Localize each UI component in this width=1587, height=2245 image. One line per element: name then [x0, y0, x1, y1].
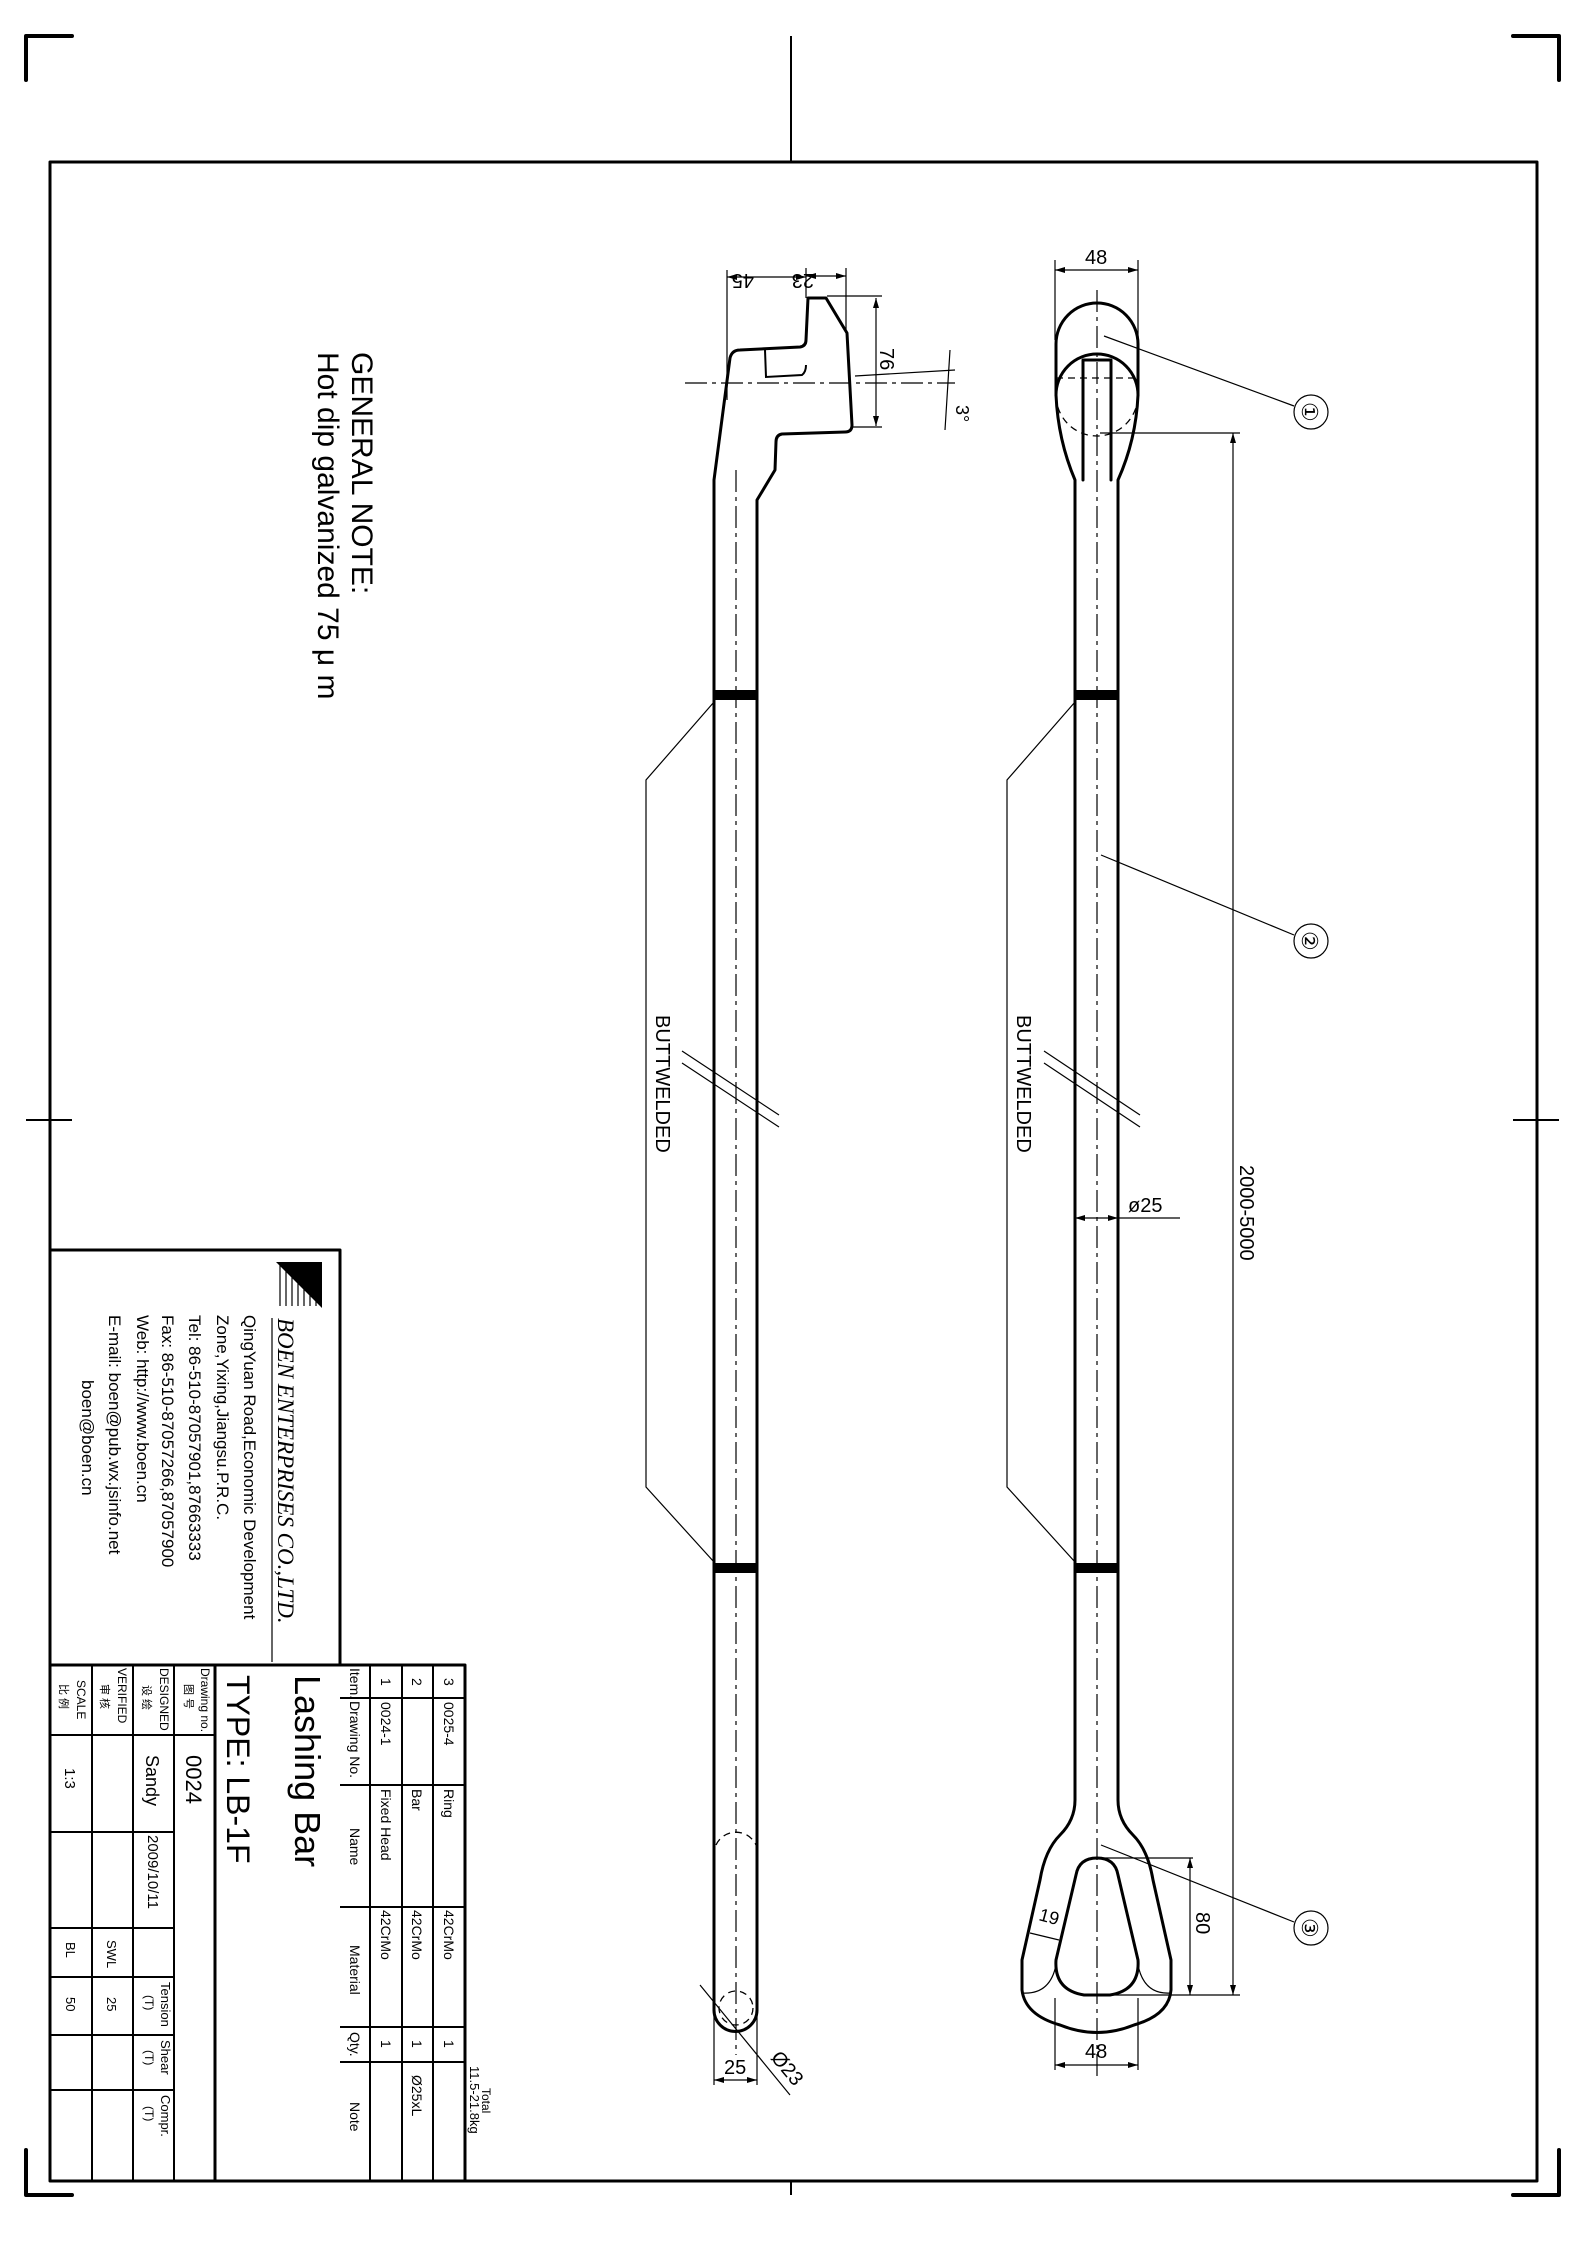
- svg-text:Qty.: Qty.: [347, 2032, 363, 2057]
- bl-label: BL: [63, 1942, 78, 1958]
- svg-text:0024-1: 0024-1: [378, 1702, 394, 1746]
- drawing-title: Lashing Bar: [287, 1675, 328, 1867]
- company-fax: Fax: 86-510-87057266,87057900: [158, 1315, 177, 1567]
- dim-hook-jaw: 23: [792, 269, 814, 291]
- svg-text:Ø25xL: Ø25xL: [409, 2075, 425, 2116]
- svg-text:Item.: Item.: [347, 1668, 363, 1699]
- svg-text:Fixed Head: Fixed Head: [378, 1789, 394, 1861]
- svg-text:Bar: Bar: [409, 1789, 425, 1811]
- weld-band: [1075, 1563, 1118, 1573]
- dim-eye-width: 48: [1085, 2041, 1107, 2063]
- svg-text:1: 1: [441, 2040, 457, 2048]
- tension-label: Tension: [158, 1982, 173, 2027]
- designed-label-cn: 设 绘: [140, 1685, 154, 1710]
- svg-text:3: 3: [441, 1678, 457, 1686]
- company-logo: [276, 1262, 322, 1308]
- shear-label: Shear: [158, 2040, 173, 2075]
- title-block: Lashing Bar TYPE: LB-1F Drawing no. 图 号 …: [50, 1663, 328, 2183]
- company-address-1: QingYuan Road,Economic Development: [240, 1315, 259, 1620]
- svg-text:Drawing No.: Drawing No.: [347, 1701, 363, 1778]
- svg-text:Note: Note: [347, 2102, 363, 2132]
- scale-value: 1:3: [61, 1768, 78, 1789]
- dim-hook-height: 76: [875, 348, 897, 370]
- dim-hook-width: 45: [732, 269, 754, 291]
- date: 2009/10/11: [144, 1835, 161, 1909]
- company-web: Web: http://www.boen.cn: [133, 1315, 152, 1503]
- designer: Sandy: [142, 1755, 162, 1806]
- svg-text:1: 1: [378, 2040, 394, 2048]
- svg-text:Ring: Ring: [441, 1789, 457, 1818]
- callout-1: ①: [1293, 394, 1329, 430]
- callout-2: ②: [1293, 923, 1329, 959]
- total-weight: 11.5-21.8kg: [467, 2066, 482, 2134]
- callout-3: ③: [1293, 1910, 1329, 1946]
- svg-text:42CrMo: 42CrMo: [409, 1910, 425, 1960]
- total-label: Total: [479, 2088, 493, 2113]
- svg-text:0025-4: 0025-4: [441, 1702, 457, 1746]
- dim-length: 2000-5000: [1235, 1165, 1257, 1261]
- bl-tension: 50: [63, 1997, 78, 2011]
- general-note-title: GENERAL NOTE:: [345, 352, 378, 594]
- designed-label: DESIGNED: [157, 1668, 171, 1731]
- dim-eye-section: 19: [1037, 1905, 1062, 1930]
- swl-tension: 25: [104, 1997, 119, 2011]
- company-email-1: E-mail: boen@pub.wx.jsinfo.net: [105, 1315, 124, 1555]
- dim-hook-angle: 3°: [952, 405, 972, 422]
- side-view-bar: 45 23 76 3° 25 Ø23 BUTTWELDED: [645, 268, 972, 2096]
- weld-band: [1075, 690, 1118, 700]
- scale-label-cn: 比 例: [57, 1684, 71, 1709]
- table-row: 2 Bar 42CrMo 1 Ø25xL: [409, 1678, 425, 2116]
- weld-label-left: BUTTWELDED: [651, 1015, 673, 1153]
- company-tel: Tel: 86-510-87057901,87663333: [185, 1315, 204, 1561]
- general-note: GENERAL NOTE: Hot dip galvanized 75 μ m: [311, 352, 378, 699]
- svg-text:42CrMo: 42CrMo: [441, 1910, 457, 1960]
- svg-text:Name: Name: [347, 1828, 363, 1866]
- scale-label: SCALE: [74, 1680, 88, 1719]
- dim-bar-diameter: ø25: [1128, 1195, 1162, 1217]
- drawing-frame: [24, 34, 1561, 2197]
- company-block: BOEN ENTERPRISES CO.,LTD. QingYuan Road,…: [48, 1248, 342, 1667]
- general-note-text: Hot dip galvanized 75 μ m: [311, 352, 344, 699]
- svg-text:①: ①: [1297, 402, 1322, 422]
- verified-label: VERIFIED: [115, 1668, 129, 1724]
- parts-table: Item. Drawing No. Name Material Qty. Not…: [48, 1663, 493, 2183]
- dim-ring-width: 48: [1085, 247, 1107, 269]
- company-name: BOEN ENTERPRISES CO.,LTD.: [273, 1318, 298, 1624]
- drawing-no-label: Drawing no.: [198, 1668, 212, 1732]
- company-email-2: boen@boen.cn: [78, 1380, 97, 1496]
- svg-text:1: 1: [378, 1678, 394, 1686]
- dim-eye-height: 80: [1191, 1912, 1213, 1934]
- parts-table-header: Item. Drawing No. Name Material Qty. Not…: [347, 1668, 363, 2132]
- svg-text:42CrMo: 42CrMo: [378, 1910, 394, 1960]
- weld-band: [714, 1563, 757, 1573]
- table-row: 3 0025-4 Ring 42CrMo 1: [441, 1678, 457, 2048]
- swl-label: SWL: [104, 1940, 119, 1968]
- drawing-no: 0024: [181, 1755, 206, 1804]
- svg-text:2: 2: [409, 1678, 425, 1686]
- top-view-bar: 48 2000-5000 ø25 80 19 48 BUTTWELDED ① ②…: [1006, 247, 1329, 2080]
- dim-end-width: 25: [724, 2057, 746, 2079]
- shear-unit: (T): [142, 2050, 156, 2065]
- verified-label-cn: 审 核: [98, 1684, 112, 1709]
- compr-label: Compr.: [158, 2095, 173, 2137]
- svg-text:②: ②: [1297, 931, 1322, 951]
- svg-text:Material: Material: [347, 1945, 363, 1995]
- drawing-type: TYPE: LB-1F: [220, 1675, 256, 1864]
- svg-text:1: 1: [409, 2040, 425, 2048]
- table-row: 1 0024-1 Fixed Head 42CrMo 1: [378, 1678, 394, 2048]
- weld-label-right: BUTTWELDED: [1012, 1015, 1034, 1153]
- drawing-no-label-cn: 图 号: [182, 1684, 195, 1709]
- dim-end-diameter: Ø23: [766, 2047, 807, 2090]
- company-address-2: Zone,Yixing,Jiangsu.P.R.C.: [213, 1315, 232, 1520]
- compr-unit: (T): [142, 2106, 156, 2121]
- weld-band: [714, 690, 757, 700]
- svg-text:③: ③: [1297, 1918, 1322, 1938]
- tension-unit: (T): [142, 1995, 156, 2010]
